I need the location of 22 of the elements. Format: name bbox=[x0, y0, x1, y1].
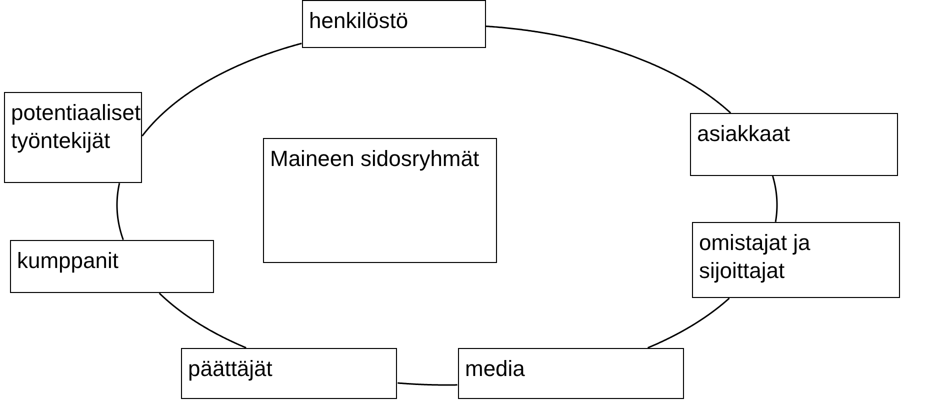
box-label: henkilöstö bbox=[309, 7, 410, 34]
stakeholder-box bbox=[692, 222, 900, 298]
box-label: omistajat ja sijoittajat bbox=[699, 229, 812, 284]
box-label: kumppanit bbox=[17, 247, 120, 274]
stakeholder-box bbox=[263, 138, 497, 263]
stakeholder-box bbox=[302, 0, 486, 48]
connector-line bbox=[647, 298, 730, 349]
stakeholder-box bbox=[4, 92, 142, 183]
connector-line bbox=[158, 292, 246, 348]
stakeholder-box bbox=[10, 240, 214, 293]
box-label: asiakkaat bbox=[697, 120, 791, 148]
box-label: Maineen sidosryhmät bbox=[270, 145, 480, 172]
stakeholder-box bbox=[690, 113, 898, 176]
connector-line bbox=[142, 42, 302, 136]
connector-line bbox=[772, 176, 778, 222]
stakeholder-box bbox=[458, 348, 684, 399]
connector-line bbox=[398, 382, 458, 386]
box-label: media bbox=[465, 355, 526, 382]
connector-line bbox=[116, 182, 124, 240]
stakeholder-box bbox=[181, 348, 397, 399]
connector-line bbox=[486, 26, 732, 114]
box-label: päättäjät bbox=[188, 355, 274, 382]
